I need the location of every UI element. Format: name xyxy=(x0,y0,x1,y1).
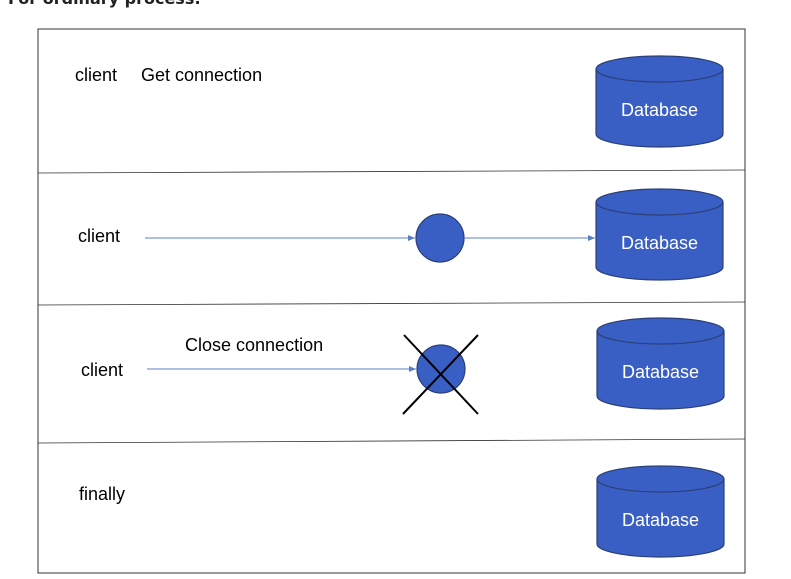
row-label-4: finally xyxy=(79,484,125,504)
row-label-1: client xyxy=(75,65,117,85)
row-label-3: client xyxy=(81,360,123,380)
connection-node-3 xyxy=(416,344,466,394)
database-top xyxy=(596,465,725,493)
row-divider-3 xyxy=(37,438,746,444)
close-cross-stroke-2 xyxy=(402,334,479,415)
row-divider-1 xyxy=(37,169,746,174)
action-label-1: Get connection xyxy=(141,65,262,85)
row-divider-2 xyxy=(37,301,746,306)
database-label: Database xyxy=(622,510,699,530)
action-label-3: Close connection xyxy=(185,335,323,355)
database-label: Database xyxy=(622,362,699,382)
page-heading: For ordinary process: xyxy=(8,0,201,8)
diagram-frame xyxy=(37,28,746,574)
database-top xyxy=(596,317,725,345)
database-body xyxy=(595,202,724,281)
database-body xyxy=(595,69,724,148)
connection-node-2 xyxy=(415,213,465,263)
database-1: Database xyxy=(595,55,724,148)
database-body xyxy=(596,331,725,410)
database-top xyxy=(595,55,724,83)
database-4: Database xyxy=(596,465,725,558)
database-top xyxy=(595,188,724,216)
database-label: Database xyxy=(621,100,698,120)
database-label: Database xyxy=(621,233,698,253)
database-3: Database xyxy=(596,317,725,410)
row-label-2: client xyxy=(78,226,120,246)
database-2: Database xyxy=(595,188,724,281)
database-body xyxy=(596,479,725,558)
